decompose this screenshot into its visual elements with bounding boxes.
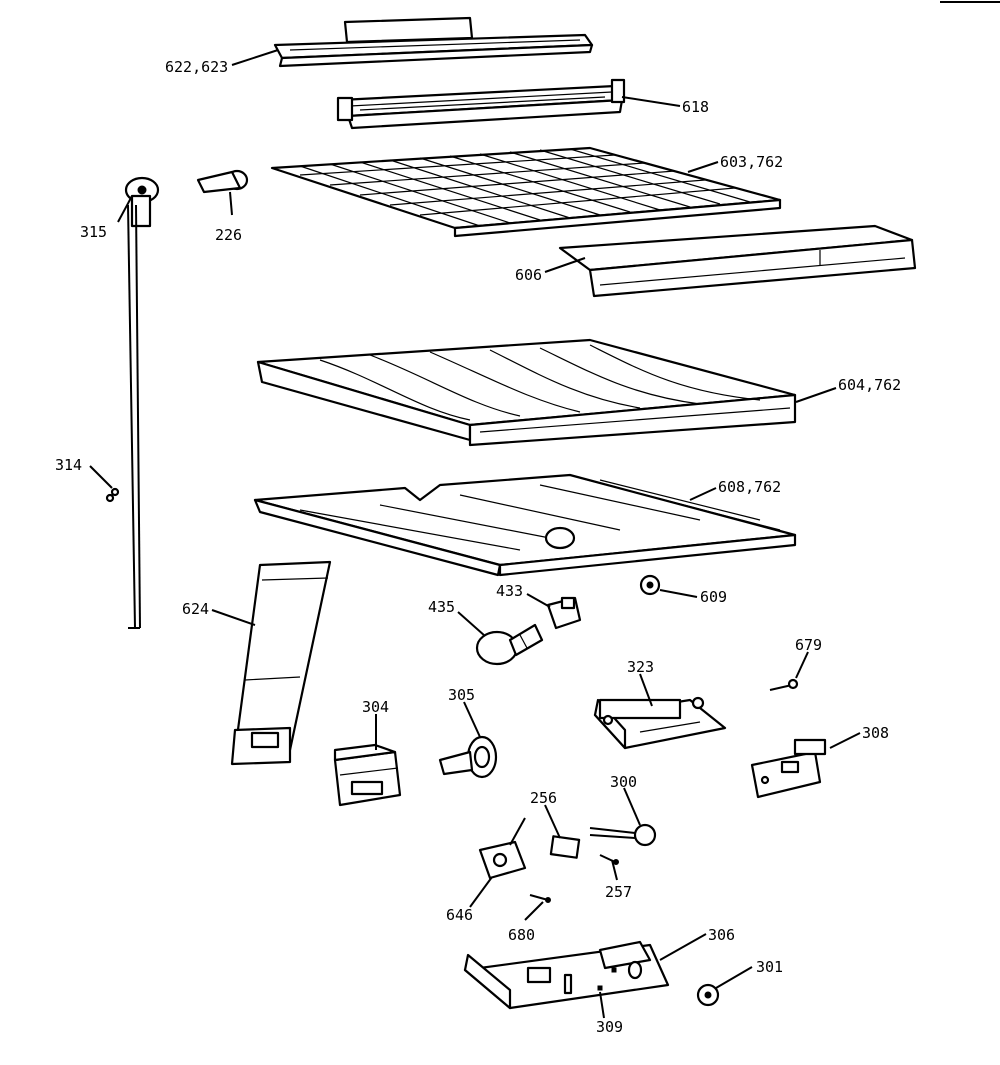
part-257-screw (599, 854, 619, 865)
leader-622-623 (231, 49, 279, 66)
leader-301 (715, 966, 753, 989)
label-300: 300 (610, 773, 637, 791)
part-646-thermostat (478, 817, 527, 880)
leader-309 (599, 991, 605, 1019)
part-433-socket (546, 596, 582, 630)
part-315-cam (124, 176, 160, 228)
leader-603-762 (687, 161, 719, 173)
label-609: 609 (700, 588, 727, 606)
label-305: 305 (448, 686, 475, 704)
leader-314 (89, 465, 113, 489)
part-226-knob (196, 169, 249, 194)
label-314: 314 (55, 456, 82, 474)
part-256-clip (549, 835, 581, 859)
leader-256 (544, 804, 561, 839)
part-435-bulb (475, 623, 544, 666)
label-308: 308 (862, 724, 889, 742)
leader-305 (463, 701, 481, 738)
label-226: 226 (215, 226, 242, 244)
part-609-nut (639, 574, 661, 596)
label-306: 306 (708, 926, 735, 944)
part-304-block (333, 743, 402, 807)
leader-618 (621, 96, 681, 107)
label-301: 301 (756, 958, 783, 976)
label-323: 323 (627, 658, 654, 676)
label-624: 624 (182, 600, 209, 618)
label-256: 256 (530, 789, 557, 807)
leader-257 (611, 859, 618, 881)
leader-679 (795, 651, 809, 679)
leader-604-762 (795, 387, 837, 403)
leader-608-762 (689, 487, 717, 501)
part-606-crisper-cover (558, 224, 917, 298)
leader-226 (229, 191, 233, 216)
leader-323 (639, 673, 653, 707)
leader-624 (211, 609, 256, 626)
part-300-fitting (589, 823, 657, 847)
part-680-screw (529, 894, 551, 903)
label-304: 304 (362, 698, 389, 716)
leader-609 (659, 589, 698, 598)
label-309: 309 (596, 1018, 623, 1036)
label-608-762: 608,762 (718, 478, 781, 496)
part-308-bracket (750, 738, 827, 799)
part-624-panel (230, 560, 332, 766)
label-604-762: 604,762 (838, 376, 901, 394)
label-315: 315 (80, 223, 107, 241)
label-435: 435 (428, 598, 455, 616)
label-646: 646 (446, 906, 473, 924)
leader-315 (117, 195, 133, 223)
part-604-762-shelf (256, 338, 797, 447)
leader-435 (457, 611, 486, 637)
part-301-grommet (696, 983, 720, 1007)
part-603-762-wire-shelf (270, 146, 782, 238)
label-679: 679 (795, 636, 822, 654)
label-680: 680 (508, 926, 535, 944)
part-306-housing (463, 940, 670, 1010)
label-606: 606 (515, 266, 542, 284)
part-608-762-tray (253, 473, 797, 577)
leader-300 (623, 787, 641, 826)
label-603-762: 603,762 (720, 153, 783, 171)
part-618-rail (336, 78, 626, 130)
leader-680 (524, 901, 544, 921)
leader-646 (469, 876, 493, 908)
label-257: 257 (605, 883, 632, 901)
label-433: 433 (496, 582, 523, 600)
label-622-623: 622,623 (165, 58, 228, 76)
leader-lines (89, 49, 861, 1019)
part-679-screw (769, 678, 799, 691)
leader-433 (526, 593, 551, 608)
part-622-623-cover (273, 16, 594, 68)
part-314-clip (105, 487, 120, 503)
leader-306 (659, 933, 707, 961)
leader-308 (829, 732, 861, 749)
leader-606 (544, 257, 586, 273)
part-305-gear (438, 735, 498, 779)
label-618: 618 (682, 98, 709, 116)
part-314-rod (127, 204, 141, 629)
part-323-bracket (593, 696, 727, 750)
